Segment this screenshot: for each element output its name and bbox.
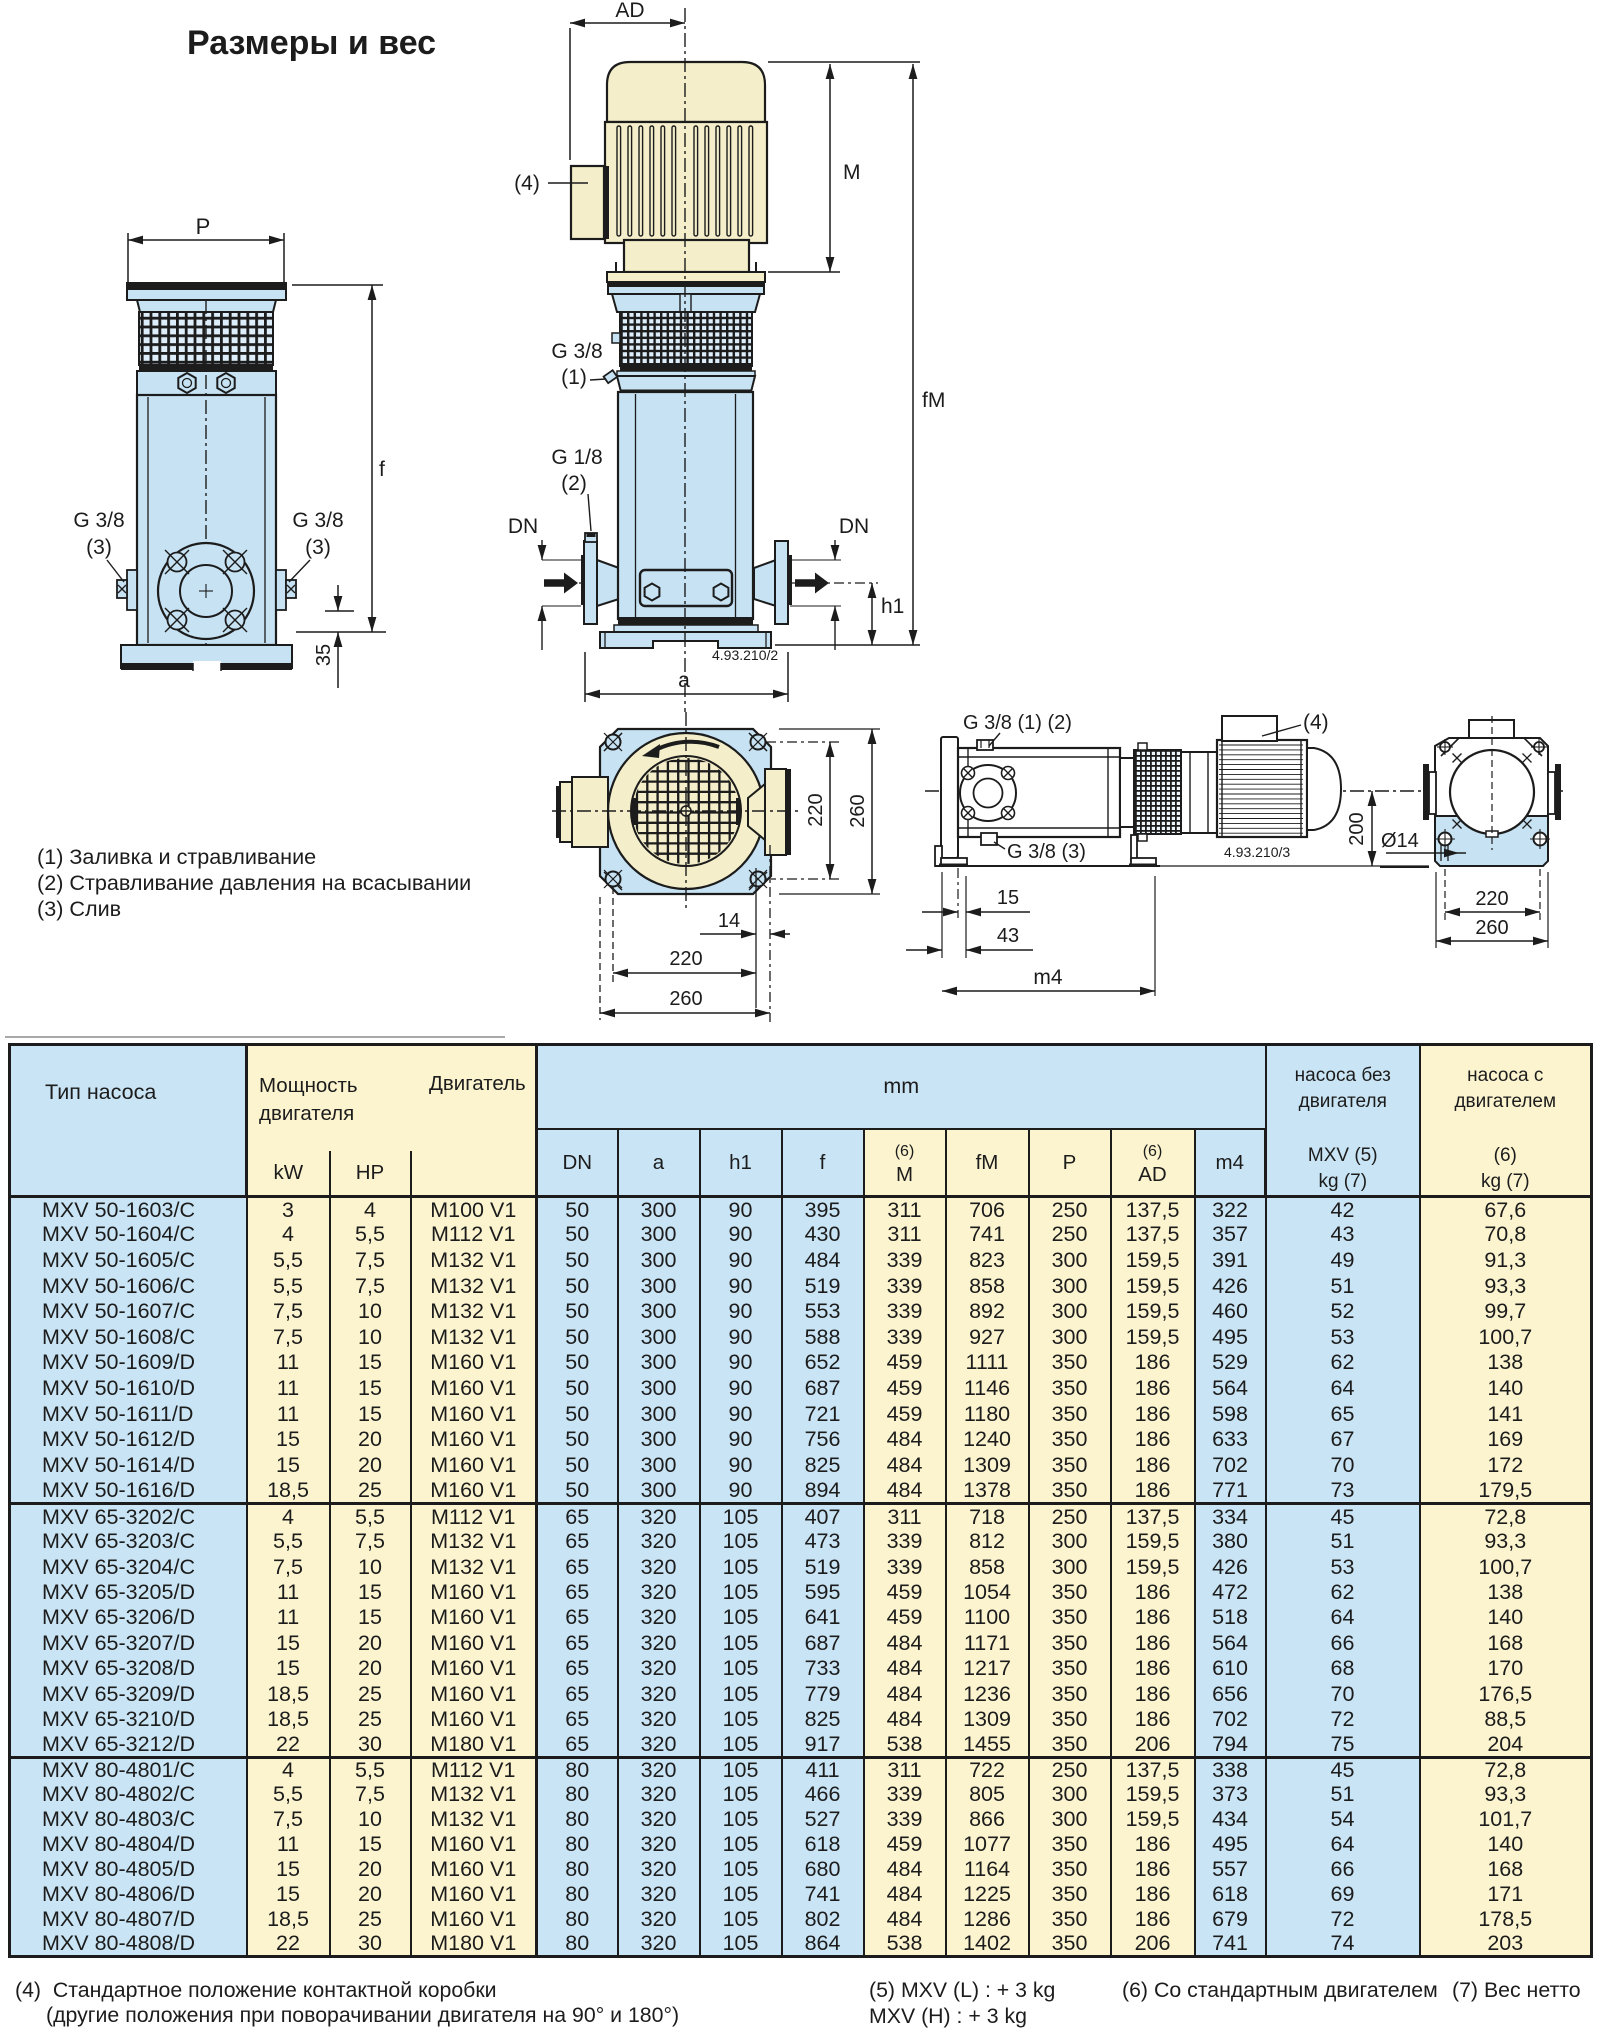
svg-text:G 3/8 (1) (2): G 3/8 (1) (2): [963, 712, 1072, 734]
svg-text:200: 200: [1346, 812, 1368, 845]
svg-text:h1: h1: [881, 595, 904, 618]
svg-text:220: 220: [1475, 888, 1508, 910]
svg-text:4.93.210/3: 4.93.210/3: [1224, 844, 1290, 860]
svg-text:DN: DN: [839, 515, 869, 538]
svg-text:220: 220: [669, 948, 702, 970]
svg-text:260: 260: [1475, 917, 1508, 939]
svg-text:DN: DN: [508, 515, 538, 538]
svg-text:35: 35: [313, 644, 335, 666]
svg-text:220: 220: [805, 793, 827, 826]
svg-text:(1): (1): [561, 366, 587, 389]
svg-text:G 3/8 (3): G 3/8 (3): [1007, 841, 1086, 863]
svg-text:M: M: [843, 161, 861, 184]
svg-text:260: 260: [847, 794, 869, 827]
svg-text:(4): (4): [514, 172, 540, 195]
svg-text:(3): (3): [86, 536, 112, 559]
svg-text:4.93.210/2: 4.93.210/2: [712, 647, 778, 663]
svg-text:m4: m4: [1033, 966, 1062, 989]
svg-text:f: f: [379, 458, 385, 481]
svg-text:(2): (2): [561, 472, 587, 495]
svg-text:P: P: [196, 214, 211, 239]
svg-text:a: a: [678, 669, 690, 692]
svg-text:G 3/8: G 3/8: [73, 509, 124, 532]
svg-text:G 1/8: G 1/8: [551, 446, 602, 469]
svg-text:G 3/8: G 3/8: [551, 340, 602, 363]
svg-text:AD: AD: [615, 0, 644, 22]
svg-text:fM: fM: [922, 389, 945, 412]
svg-text:(4): (4): [1303, 711, 1329, 734]
svg-text:260: 260: [669, 988, 702, 1010]
svg-text:(3): (3): [305, 536, 331, 559]
svg-text:43: 43: [997, 925, 1019, 947]
svg-text:14: 14: [718, 910, 740, 932]
svg-text:15: 15: [997, 887, 1019, 909]
svg-text:Ø14: Ø14: [1381, 830, 1419, 852]
svg-text:G 3/8: G 3/8: [292, 509, 343, 532]
